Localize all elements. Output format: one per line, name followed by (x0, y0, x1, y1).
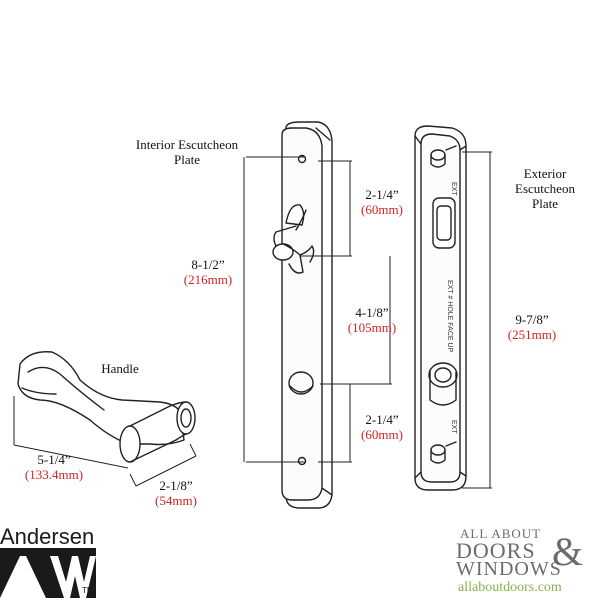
dimension-imperial: 4-1/8” (355, 305, 389, 320)
dimension-metric: (60mm) (361, 427, 403, 442)
dimension-metric: (216mm) (183, 272, 233, 287)
dimension-metric: (60mm) (361, 202, 403, 217)
dimension-interior-overall: 8-1/2” (216mm) (176, 257, 240, 287)
retailer-line-2: DOORS (456, 538, 536, 563)
dimension-metric: (133.4mm) (24, 467, 84, 482)
retailer-logo: ALL ABOUT DOORS & WINDOWS allaboutdoors.… (452, 526, 598, 598)
dimension-metric: (251mm) (507, 327, 557, 342)
plate-marking-middle: EXT # HOLE FACE UP (446, 280, 453, 353)
aw-mark (0, 548, 96, 598)
handle (17, 351, 196, 463)
retailer-ampersand: & (552, 529, 584, 574)
plate-markings: EXT EXT # HOLE FACE UP EXT (446, 182, 457, 434)
trademark-symbol: TM (82, 586, 94, 595)
dimension-handle-projection: 2-1/8” (54mm) (144, 478, 208, 508)
dimension-imperial: 2-1/8” (159, 478, 193, 493)
interior-escutcheon-plate (272, 121, 333, 509)
retailer-line-3: WINDOWS (456, 558, 562, 580)
dimension-metric: (54mm) (155, 493, 197, 508)
exterior-escutcheon-plate (414, 125, 467, 491)
retailer-url: allaboutdoors.com (458, 580, 562, 595)
dimension-handle-to-cylinder: 4-1/8” (105mm) (338, 305, 406, 335)
interior-plate-label: Interior Escutcheon Plate (135, 137, 239, 167)
dimension-top-spacing: 2-1/4” (60mm) (352, 187, 412, 217)
handle-label: Handle (101, 361, 139, 376)
dimension-handle-length: 5-1/4” (133.4mm) (16, 452, 92, 482)
retailer-line-1: ALL ABOUT (460, 526, 542, 541)
dimension-metric: (105mm) (347, 320, 397, 335)
dimension-imperial: 2-1/4” (365, 187, 399, 202)
dimension-lines (13, 151, 492, 489)
dimension-exterior-overall: 9-7/8” (251mm) (498, 312, 566, 342)
aw-mark-icon (0, 556, 96, 598)
dimension-imperial: 8-1/2” (191, 257, 225, 272)
dimension-bottom-spacing: 2-1/4” (60mm) (352, 412, 412, 442)
plate-marking-bottom: EXT (450, 420, 457, 434)
dimension-imperial: 9-7/8” (515, 312, 549, 327)
andersen-logo: Andersen TM (0, 520, 110, 600)
dimension-imperial: 5-1/4” (37, 452, 71, 467)
andersen-wordmark: Andersen (0, 524, 95, 549)
plate-marking-top: EXT (450, 182, 457, 196)
dimension-imperial: 2-1/4” (365, 412, 399, 427)
exterior-plate-label: Exterior Escutcheon Plate (515, 166, 575, 211)
